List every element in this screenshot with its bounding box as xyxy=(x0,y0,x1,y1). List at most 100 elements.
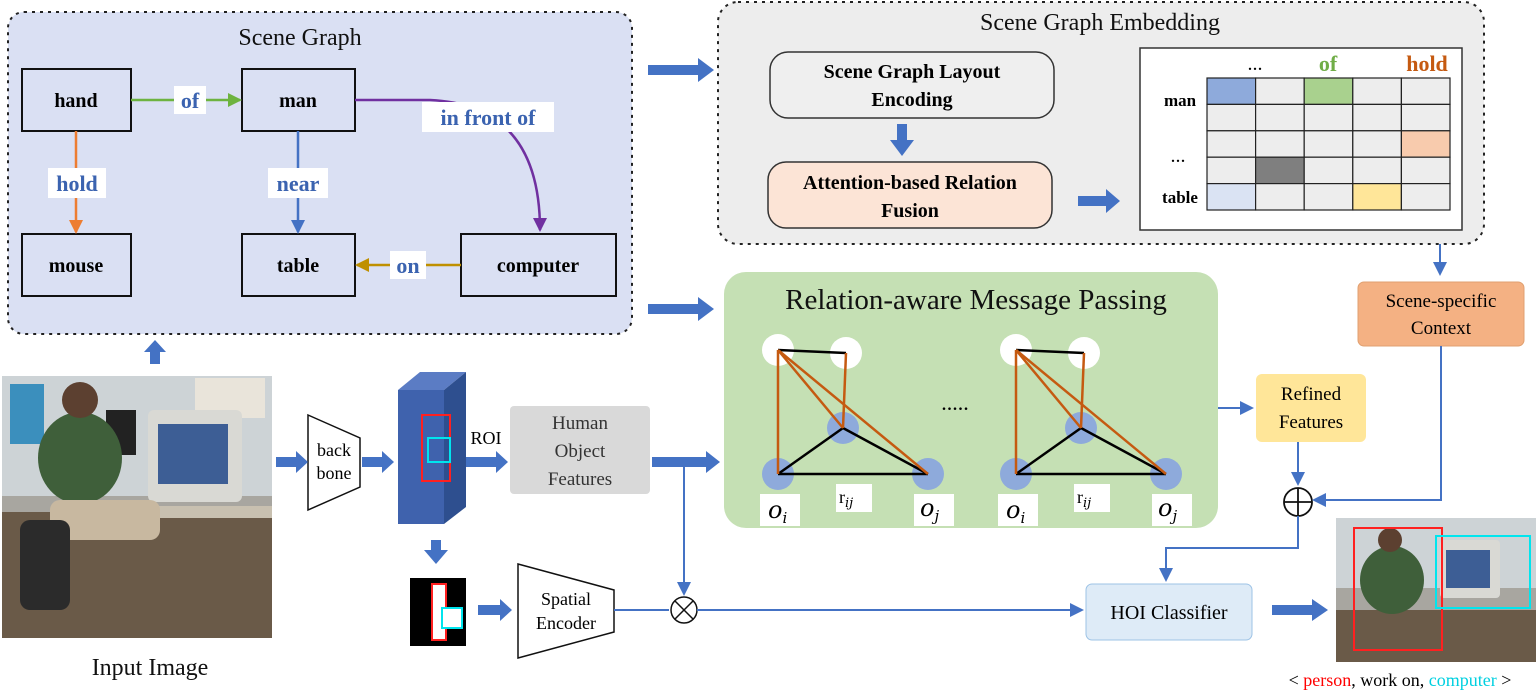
edge-in-front-of-label: in front of xyxy=(441,105,537,130)
block-arrows xyxy=(144,58,1328,621)
matrix-cell xyxy=(1303,77,1354,105)
refined-features-box: Refined Features xyxy=(1256,374,1366,442)
matrix-cell xyxy=(1206,103,1257,132)
node-man: man xyxy=(279,90,317,112)
svg-text:oj: oj xyxy=(1158,494,1177,525)
label-oj-1: oj xyxy=(914,494,954,526)
node-computer: computer xyxy=(497,255,579,277)
result-person: person xyxy=(1303,670,1351,690)
matrix-cell xyxy=(1400,103,1451,132)
node-table: table xyxy=(277,255,319,277)
matrix-row-table: table xyxy=(1162,188,1198,207)
matrix-col-hold: hold xyxy=(1406,51,1448,76)
embedding-title: Scene Graph Embedding xyxy=(980,10,1220,36)
node-mouse: mouse xyxy=(49,255,104,277)
node-hand: hand xyxy=(54,90,97,112)
matrix-row-ellipsis: ... xyxy=(1171,145,1186,167)
spatial-encoder-line1: Spatial xyxy=(541,589,591,609)
relation-graph-1 xyxy=(762,334,944,490)
svg-text:oj: oj xyxy=(920,494,939,525)
node-table-box xyxy=(241,233,356,297)
refined-features-line1: Refined xyxy=(1281,384,1342,405)
scene-graph-panel: Scene Graph hand man mouse table compute… xyxy=(7,11,633,335)
edge-hold-label: hold xyxy=(56,171,98,196)
matrix-cell xyxy=(1400,183,1451,211)
scene-context-line2: Context xyxy=(1411,318,1472,339)
layout-encoding-box xyxy=(769,51,1055,119)
hof-line2: Object xyxy=(555,441,606,462)
matrix-cell xyxy=(1352,156,1403,185)
spatial-mask xyxy=(410,578,466,646)
matrix-cell xyxy=(1352,77,1403,105)
matrix-cell xyxy=(1303,156,1354,185)
spatial-encoder: Spatial Encoder xyxy=(517,563,615,659)
matrix-cell xyxy=(1303,130,1354,158)
label-oi-2: oi xyxy=(998,494,1038,527)
matrix-cell xyxy=(1400,77,1451,105)
matrix-cell xyxy=(1206,130,1257,158)
multiply-operator xyxy=(670,596,698,624)
matrix-cell xyxy=(1352,130,1403,158)
refined-features-line2: Features xyxy=(1279,412,1343,433)
label-rij-1: rij xyxy=(836,484,872,512)
matrix-cell xyxy=(1400,130,1451,158)
matrix-cell xyxy=(1352,103,1403,132)
label-rij-2: rij xyxy=(1074,484,1110,512)
layout-encoding-line2: Encoding xyxy=(871,89,952,111)
svg-text:rij: rij xyxy=(839,487,853,511)
scene-context-box: Scene-specific Context xyxy=(1357,281,1525,347)
embedding-matrix xyxy=(1206,77,1451,211)
add-operator xyxy=(1283,487,1313,517)
matrix-cell xyxy=(1206,183,1257,211)
scene-graph-title: Scene Graph xyxy=(238,25,361,51)
svg-text:rij: rij xyxy=(1077,487,1091,511)
edge-on-label: on xyxy=(396,253,419,278)
hof-line3: Features xyxy=(548,469,612,490)
output-image xyxy=(1336,518,1536,662)
matrix-cell xyxy=(1254,103,1305,132)
relation-graph-2 xyxy=(1000,334,1182,490)
scene-context-line1: Scene-specific xyxy=(1386,291,1497,312)
matrix-cell xyxy=(1400,156,1451,185)
backbone-trapezoid: back bone xyxy=(307,413,361,512)
matrix-cell xyxy=(1206,77,1257,105)
matrix-row-man: man xyxy=(1164,91,1197,110)
node-mouse-box xyxy=(21,233,132,297)
ellipsis: ..... xyxy=(941,390,969,415)
matrix-cell xyxy=(1352,183,1403,211)
matrix-cell xyxy=(1303,183,1354,211)
node-hand-box xyxy=(21,68,132,132)
layout-encoding-line1: Scene Graph Layout xyxy=(824,61,1001,83)
input-image-label: Input Image xyxy=(92,655,209,681)
hoi-classifier-label: HOI Classifier xyxy=(1110,602,1228,624)
edge-of-label: of xyxy=(181,88,200,113)
result-computer: computer xyxy=(1429,670,1497,690)
message-passing-panel: Relation-aware Message Passing ..... xyxy=(724,272,1218,528)
svg-text:oi: oi xyxy=(1006,496,1025,527)
backbone-line2: bone xyxy=(317,463,352,483)
edge-near-label: near xyxy=(277,171,320,196)
matrix-col-ellipsis: ... xyxy=(1248,53,1263,75)
input-image xyxy=(2,376,272,638)
matrix-cell xyxy=(1206,156,1257,185)
roi-label: ROI xyxy=(471,428,502,448)
matrix-cell xyxy=(1254,183,1305,211)
relation-fusion-line2: Fusion xyxy=(881,200,939,222)
thin-connectors xyxy=(614,244,1447,617)
matrix-cell xyxy=(1303,103,1354,132)
result-triplet: < person, work on, computer > xyxy=(1289,670,1512,690)
matrix-col-of: of xyxy=(1319,51,1338,76)
hof-line1: Human xyxy=(552,413,608,434)
spatial-encoder-line2: Encoder xyxy=(536,613,596,633)
feature-map xyxy=(398,372,466,524)
relation-fusion-line1: Attention-based Relation xyxy=(803,172,1017,194)
human-object-features-box: Human Object Features xyxy=(510,406,650,494)
label-oj-2: oj xyxy=(1152,494,1192,526)
matrix-cell xyxy=(1254,130,1305,158)
backbone-line1: back xyxy=(317,440,351,460)
message-passing-title: Relation-aware Message Passing xyxy=(785,284,1167,316)
matrix-cell xyxy=(1254,77,1305,105)
matrix-cell xyxy=(1254,156,1305,185)
hoi-classifier-box: HOI Classifier xyxy=(1085,583,1253,641)
